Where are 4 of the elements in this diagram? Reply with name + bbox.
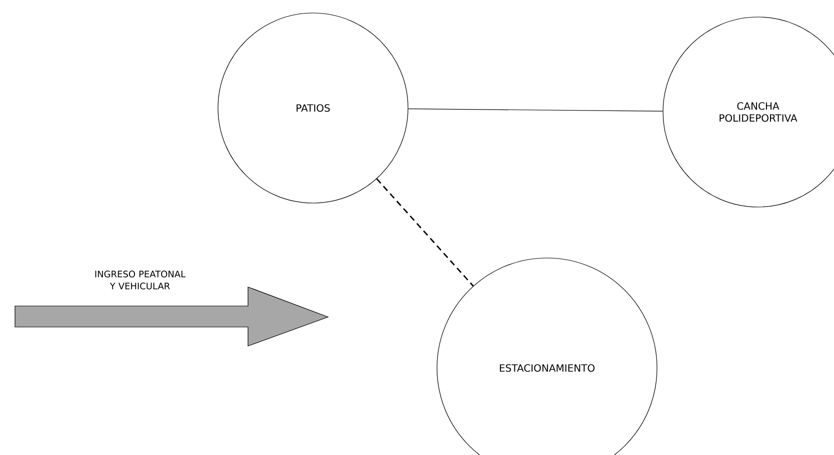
connector-line	[408, 108, 664, 112]
connector-line	[376, 178, 474, 286]
arrow-label: INGRESO PEATONAL Y VEHICULAR	[95, 270, 186, 290]
circle-node: PATIOS	[218, 12, 408, 204]
